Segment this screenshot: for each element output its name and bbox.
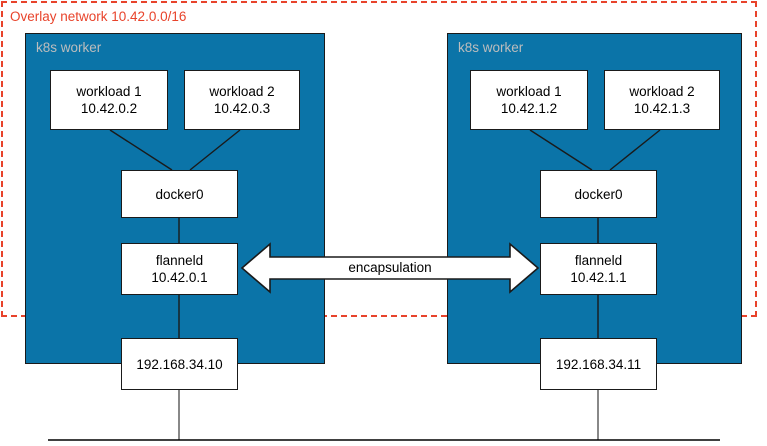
node-right-flanneld-ip: 10.42.1.1: [570, 270, 627, 285]
node-left-flanneld: flanneld 10.42.0.1: [121, 243, 238, 295]
node-left-docker0-name: docker0: [155, 186, 204, 202]
node-left-workload-2-name: workload 2: [209, 84, 275, 99]
node-left-flanneld-ip: 10.42.0.1: [151, 270, 208, 285]
node-right-workload-1: workload 1 10.42.1.2: [470, 70, 588, 130]
node-left-workload-2: workload 2 10.42.0.3: [184, 70, 300, 130]
node-right-flanneld-name: flanneld: [574, 253, 623, 268]
node-left-workload-2-ip: 10.42.0.3: [213, 101, 271, 116]
node-right-host-nic-ip: 192.168.34.11: [555, 356, 642, 372]
node-left-workload-1-ip: 10.42.0.2: [80, 101, 138, 116]
node-left-workload-1: workload 1 10.42.0.2: [50, 70, 168, 130]
node-right-workload-2: workload 2 10.42.1.3: [604, 70, 720, 130]
node-left-host-nic-ip: 192.168.34.10: [136, 356, 223, 372]
node-right-host-nic: 192.168.34.11: [540, 338, 657, 390]
node-left-docker0: docker0: [121, 170, 238, 218]
node-right-docker0: docker0: [540, 170, 657, 218]
node-right-workload-1-ip: 10.42.1.2: [500, 101, 558, 116]
node-left-host-nic: 192.168.34.10: [121, 338, 238, 390]
worker-node-right-label: k8s worker: [458, 40, 524, 55]
overlay-network-label: Overlay network 10.42.0.0/16: [10, 9, 187, 24]
encapsulation-arrow: [240, 242, 540, 294]
node-left-workload-1-name: workload 1: [76, 84, 142, 99]
node-left-flanneld-name: flanneld: [155, 253, 204, 268]
node-right-workload-2-name: workload 2: [629, 84, 695, 99]
node-right-workload-2-ip: 10.42.1.3: [633, 101, 691, 116]
node-right-docker0-name: docker0: [574, 186, 623, 202]
overlay-network-region: [1, 1, 757, 317]
node-right-workload-1-name: workload 1: [496, 84, 562, 99]
encapsulation-label: encapsulation: [348, 260, 432, 275]
worker-node-left-label: k8s worker: [36, 40, 102, 55]
node-right-flanneld: flanneld 10.42.1.1: [540, 243, 657, 295]
